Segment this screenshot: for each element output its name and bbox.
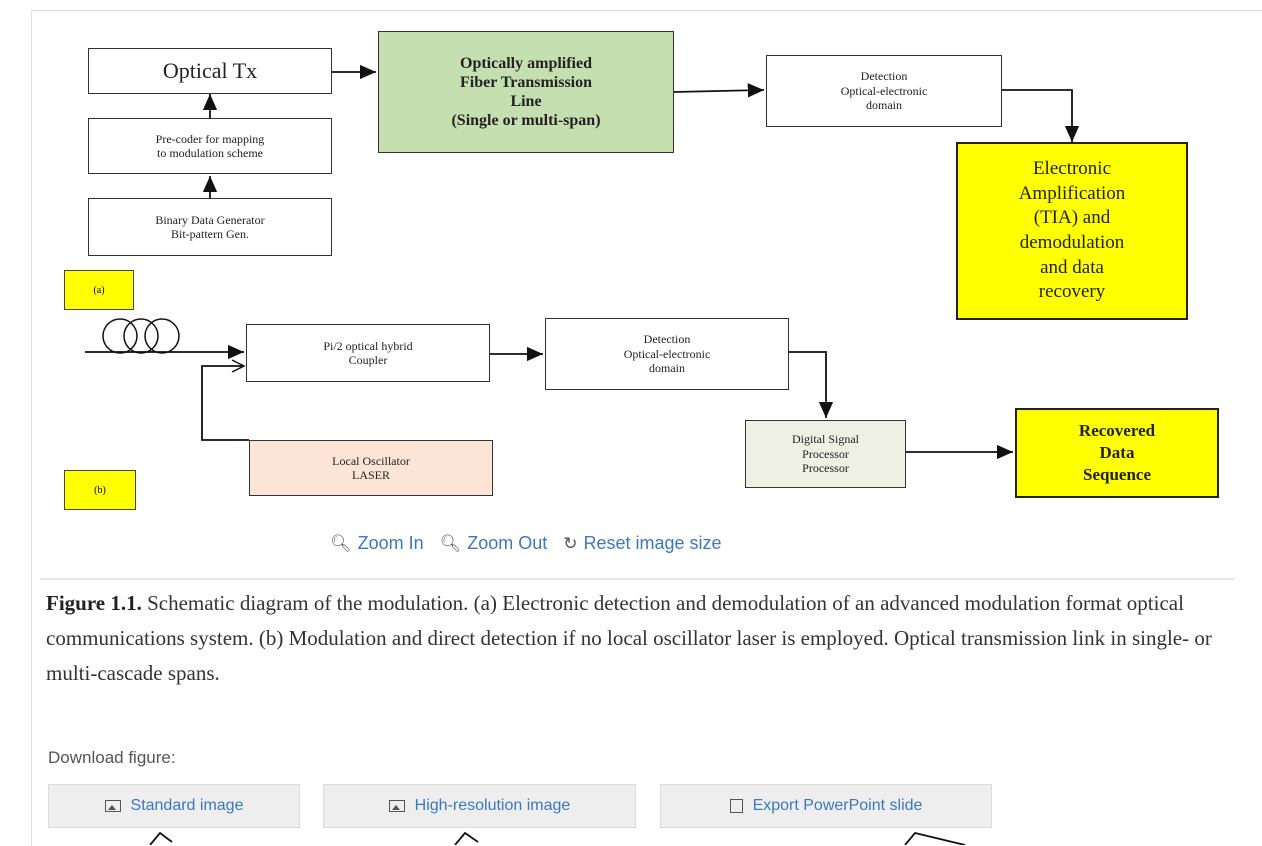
zoom-out-label: Zoom Out — [467, 533, 548, 553]
label-b: (b) — [64, 470, 136, 510]
download-figure-label: Download figure: — [48, 748, 176, 767]
label-a: (a) — [64, 270, 134, 310]
refresh-icon: ↻ — [563, 533, 578, 553]
recovered-data-box: Recovered Data Sequence — [1015, 408, 1219, 498]
binary-data-generator-box: Binary Data Generator Bit-pattern Gen. — [88, 198, 332, 256]
local-oscillator-box: Local Oscillator LASER — [249, 440, 493, 496]
precoder-box: Pre-coder for mapping to modulation sche… — [88, 118, 332, 174]
annotation-arrows — [149, 831, 966, 845]
figure-frame — [31, 10, 1262, 846]
image-icon — [104, 800, 121, 812]
powerpoint-icon — [729, 799, 743, 813]
dsp-box: Digital Signal Processor Processor — [745, 420, 906, 488]
fiber-coil-icon — [102, 318, 180, 354]
optical-hybrid-box: Pi/2 optical hybrid Coupler — [246, 324, 490, 382]
reset-size-button[interactable]: ↻ Reset image size — [563, 533, 721, 554]
export-powerpoint-button[interactable]: Export PowerPoint slide — [660, 784, 992, 828]
zoom-in-icon: 🔍︎ — [330, 533, 352, 553]
fiber-transmission-line-box: Optically amplified Fiber Transmission L… — [378, 31, 674, 153]
high-resolution-image-label: High-resolution image — [414, 797, 571, 814]
zoom-toolbar: 🔍︎ Zoom In 🔍︎ Zoom Out ↻ Reset image siz… — [330, 533, 722, 554]
electronic-amplification-box: Electronic Amplification (TIA) and demod… — [956, 142, 1188, 320]
divider — [40, 578, 1235, 580]
detection-box-b: Detection Optical-electronic domain — [545, 318, 789, 390]
caption-text: Schematic diagram of the modulation. (a)… — [46, 591, 1212, 685]
caption-label: Figure 1.1. — [46, 591, 142, 615]
optical-tx-box: Optical Tx — [88, 48, 332, 94]
reset-size-label: Reset image size — [583, 533, 722, 553]
zoom-in-button[interactable]: 🔍︎ Zoom In — [330, 533, 424, 554]
zoom-in-label: Zoom In — [357, 533, 424, 553]
zoom-out-icon: 🔍︎ — [439, 533, 462, 553]
export-powerpoint-label: Export PowerPoint slide — [752, 797, 923, 814]
high-resolution-image-button[interactable]: High-resolution image — [323, 784, 636, 828]
diagram-connectors — [85, 64, 1080, 460]
figure-caption: Figure 1.1. Schematic diagram of the mod… — [46, 586, 1226, 691]
zoom-out-button[interactable]: 🔍︎ Zoom Out — [440, 533, 548, 554]
standard-image-label: Standard image — [130, 797, 244, 814]
standard-image-button[interactable]: Standard image — [48, 784, 300, 828]
image-icon — [388, 800, 405, 812]
detection-box-a: Detection Optical-electronic domain — [766, 55, 1002, 127]
